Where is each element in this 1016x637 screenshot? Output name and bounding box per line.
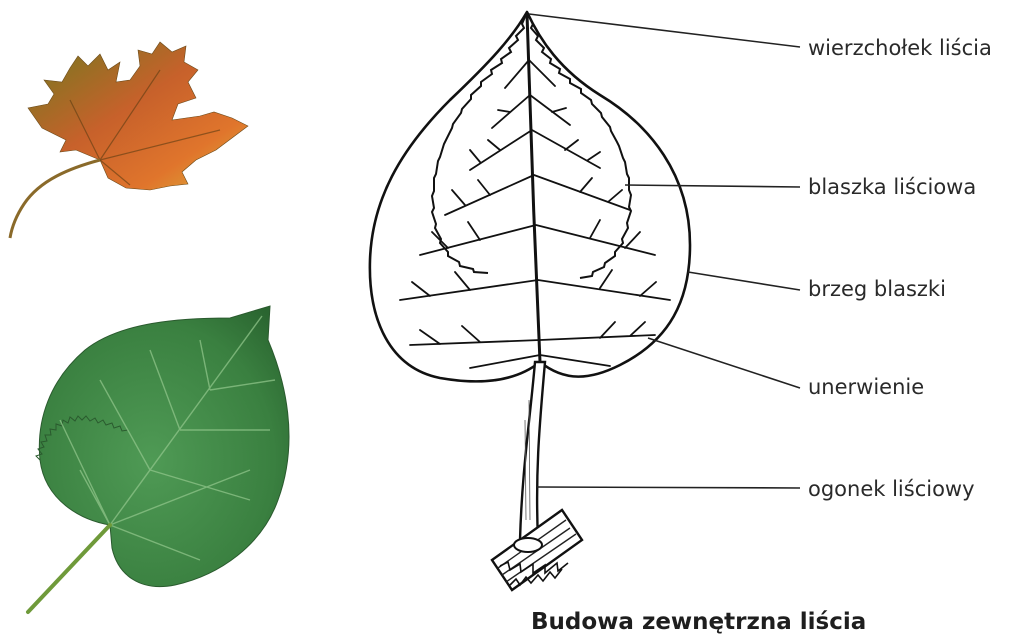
leader-margin xyxy=(688,272,800,290)
linden-leaf-blade xyxy=(39,306,289,587)
leader-venation xyxy=(648,338,800,388)
label-margin: brzeg blaszki xyxy=(808,277,946,301)
part-labels: wierzchołek liścia blaszka liściowa brze… xyxy=(808,36,992,501)
maple-leaf-photo xyxy=(10,42,248,238)
maple-leaf-stem xyxy=(10,160,100,238)
linden-leaf-stem xyxy=(28,525,110,612)
label-apex: wierzchołek liścia xyxy=(808,36,992,60)
diagram-caption: Budowa zewnętrzna liścia xyxy=(531,609,866,635)
leader-petiole xyxy=(537,487,800,488)
maple-leaf-blade xyxy=(28,42,248,190)
leaf-line-drawing xyxy=(370,12,690,590)
leader-apex xyxy=(529,14,800,47)
label-petiole: ogonek liściowy xyxy=(808,477,975,501)
leaf-petiole xyxy=(520,362,545,540)
label-blade: blaszka liściowa xyxy=(808,175,976,199)
label-venation: unerwienie xyxy=(808,375,924,399)
linden-leaf-photo xyxy=(28,306,289,612)
